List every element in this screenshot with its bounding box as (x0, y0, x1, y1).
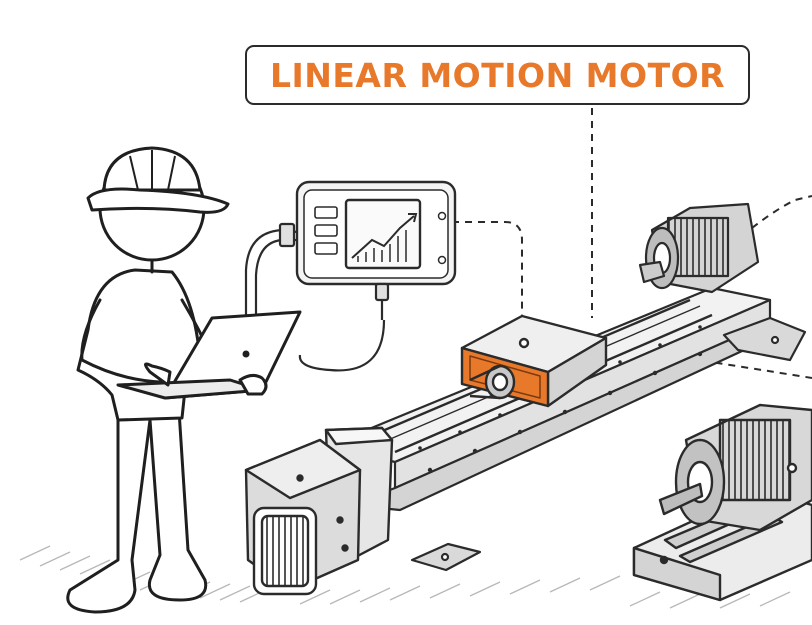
page-title: LINEAR MOTION MOTOR (269, 55, 726, 95)
laptop-icon (116, 310, 302, 400)
line-chart-icon (351, 213, 418, 262)
controller-display-icon (295, 180, 457, 286)
servo-motor-near (244, 426, 394, 596)
carriage-block (460, 314, 608, 408)
title-callout: LINEAR MOTION MOTOR (245, 45, 750, 105)
controller-cables (244, 222, 390, 372)
motor-close-up (632, 403, 812, 602)
hard-hat-icon (86, 146, 230, 214)
servo-motor (638, 202, 760, 294)
